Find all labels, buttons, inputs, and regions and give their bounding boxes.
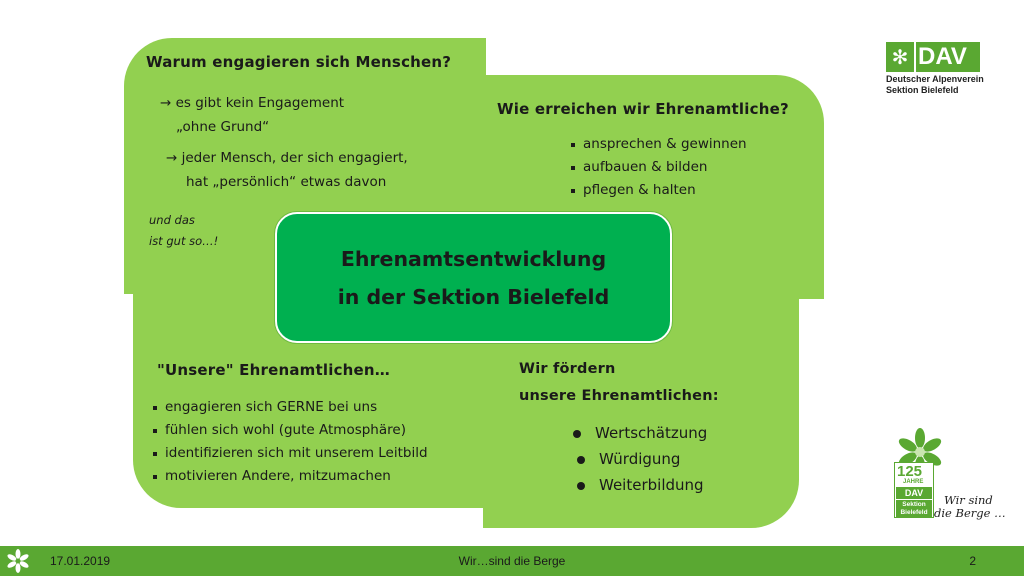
reason-1-line-1: → es gibt kein Engagement — [160, 95, 345, 111]
card-why-engage-heading: Warum engagieren sich Menschen? — [146, 53, 452, 71]
dav-logo-line-2: Sektion Bielefeld — [886, 85, 959, 95]
footer-date: 17.01.2019 — [50, 554, 111, 568]
jubilee-slogan: Wir sind die Berge … — [934, 494, 1006, 520]
dav-logo: ✻ DAV Deutscher Alpenverein Sektion Biel… — [886, 42, 986, 96]
how-reach-list: ansprechen & gewinnen aufbauen & bilden … — [571, 133, 747, 202]
card-we-support-heading-line-1: Wir fördern — [519, 361, 616, 377]
jubilee-dav: DAV — [896, 487, 932, 499]
footer-page-number: 2 — [969, 554, 976, 568]
jubilee-city-label: Bielefeld — [900, 509, 928, 516]
reason-1-line-2: „ohne Grund“ — [176, 119, 270, 135]
jubilee-jahre: JAHRE — [903, 479, 924, 485]
dav-logo-line-1: Deutscher Alpenverein — [886, 74, 984, 84]
edelweiss-icon — [7, 549, 29, 573]
list-item: pflegen & halten — [571, 179, 747, 202]
reason-2-line-1: → jeder Mensch, der sich engagiert, — [166, 150, 408, 166]
list-item: aufbauen & bilden — [571, 156, 747, 179]
list-item: Weiterbildung — [577, 472, 707, 498]
footer-bar: 17.01.2019 Wir…sind die Berge 2 — [0, 546, 1024, 576]
we-support-list: Wertschätzung Würdigung Weiterbildung — [573, 420, 707, 498]
our-volunteers-list: engagieren sich GERNE bei uns fühlen sic… — [153, 396, 428, 488]
card-how-reach-heading: Wie erreichen wir Ehrenamtliche? — [497, 100, 789, 118]
italic-note-line-1: und das — [149, 213, 195, 227]
card-our-volunteers-heading: "Unsere" Ehrenamtlichen… — [157, 361, 390, 379]
list-item: identifizieren sich mit unserem Leitbild — [153, 442, 428, 465]
list-item: Wertschätzung — [573, 420, 707, 446]
dav-logo-text: DAV — [916, 42, 980, 72]
center-title-line-2: in der Sektion Bielefeld — [337, 284, 610, 309]
list-item: Würdigung — [577, 446, 707, 472]
footer-title: Wir…sind die Berge — [458, 554, 566, 568]
jubilee-sektion-label: Sektion — [902, 501, 926, 508]
jubilee-badge: 125 JAHRE DAV Sektion Bielefeld — [894, 462, 934, 518]
list-item: fühlen sich wohl (gute Atmosphäre) — [153, 419, 428, 442]
jubilee-sektion: Sektion Bielefeld — [896, 500, 932, 518]
list-item: ansprechen & gewinnen — [571, 133, 747, 156]
card-we-support-heading-line-2: unsere Ehrenamtlichen: — [519, 388, 719, 404]
list-item: motivieren Andere, mitzumachen — [153, 465, 428, 488]
center-title-line-1: Ehrenamtsentwicklung — [340, 246, 607, 271]
jubilee-logo: 125 JAHRE DAV Sektion Bielefeld Wir sind… — [888, 428, 1008, 522]
list-item: engagieren sich GERNE bei uns — [153, 396, 428, 419]
jubilee-number: 125 — [897, 463, 923, 480]
italic-note-line-2: ist gut so…! — [149, 234, 219, 248]
card-we-support-heading: Wir fördern unsere Ehrenamtlichen: — [519, 356, 719, 410]
reason-2-line-2: hat „persönlich“ etwas davon — [186, 174, 387, 190]
jubilee-slogan-line-2: die Berge … — [934, 506, 1006, 520]
jubilee-slogan-line-1: Wir sind — [944, 493, 993, 507]
edelweiss-icon: ✻ — [886, 42, 914, 72]
center-title-box: Ehrenamtsentwicklung in der Sektion Biel… — [275, 212, 672, 343]
